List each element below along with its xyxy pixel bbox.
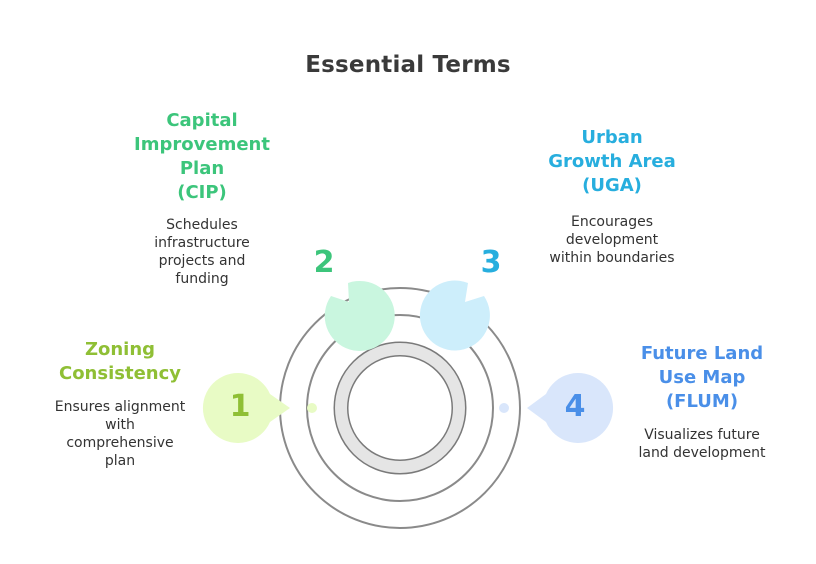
connector-dot-1 [307, 403, 317, 413]
item-title-zoning: Zoning Consistency [58, 339, 182, 384]
connector-dot-4 [499, 403, 509, 413]
item-number-4: 4 [564, 389, 586, 424]
item-number-1: 1 [229, 389, 251, 424]
item-title-flum: Future Land Use Map (FLUM) [640, 343, 764, 412]
item-desc-flum: Visualizes future land development [638, 427, 766, 461]
item-desc-cip: Schedules infrastructure projects and fu… [154, 217, 250, 287]
bubble-1 [202, 372, 290, 443]
bubble-3 [419, 280, 490, 351]
item-title-uga: Urban Growth Area (UGA) [548, 127, 676, 196]
bubble-2 [324, 280, 395, 351]
page-title: Essential Terms [305, 52, 511, 78]
inner-ring-fill [335, 343, 465, 473]
item-desc-uga: Encourages development within boundaries [549, 214, 675, 266]
item-desc-zoning: Ensures alignment with comprehensive pla… [54, 399, 186, 469]
item-number-2: 2 [313, 245, 335, 280]
item-number-3: 3 [480, 245, 502, 280]
item-title-cip: Capital Improvement Plan (CIP) [134, 110, 270, 203]
bubble-4 [527, 372, 614, 443]
